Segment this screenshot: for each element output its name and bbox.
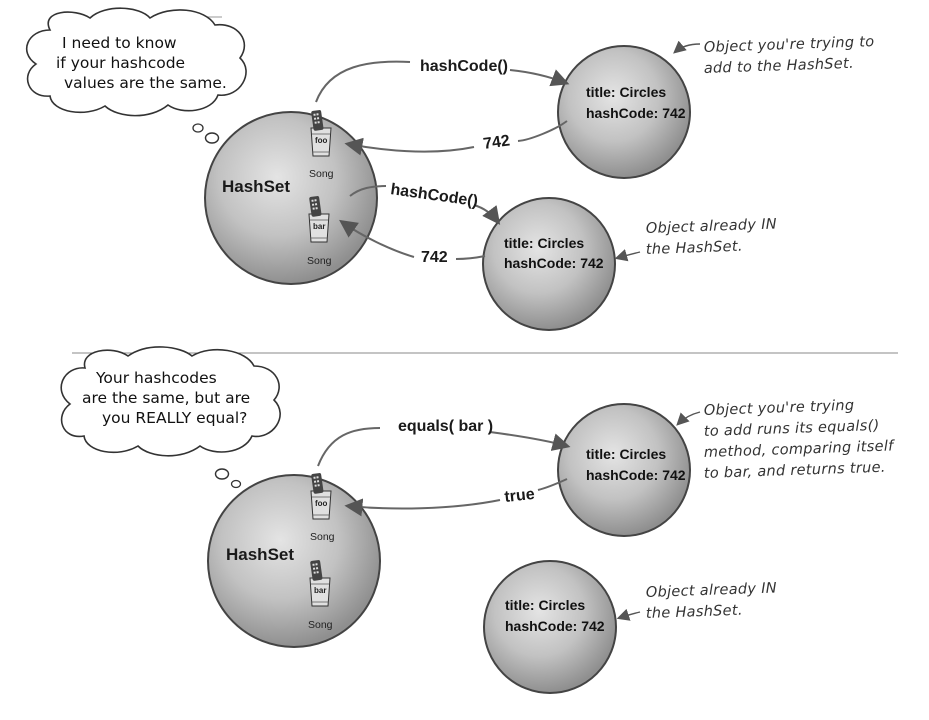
true-arrow-head [344,498,501,517]
obj-in-hash-1: hashCode: 742 [504,255,604,271]
note-new-2-line-1: Object you're trying [704,398,855,419]
song-cup-bar-2: bar [309,559,331,607]
obj-in-title-1: title: Circles [504,235,584,251]
cup-label-foo-2: foo [315,499,328,508]
song-label-2a: Song [310,531,335,543]
note-arrow-new-2 [676,411,701,426]
panel-1: I need to know if your hashcode values a… [25,7,875,331]
return-arrow-1b-tail [455,255,486,260]
return-arrow-1a-tail [517,120,568,142]
thought-bubble-1: I need to know if your hashcode values a… [25,7,247,144]
obj-in-hash-2: hashCode: 742 [505,618,605,634]
note-in-2-line-2: the HashSet. [646,603,743,622]
true-return-label: true [504,486,536,506]
call-arrow-1a-head [509,69,570,87]
return-label-1a: 742 [482,132,511,153]
hashset-label-1: HashSet [222,177,290,196]
equals-call-label: equals( bar ) [398,418,493,435]
obj-new-hash-2: hashCode: 742 [586,467,686,483]
hashset-ball-2: HashSet foo Song bar Song [207,472,381,648]
note-in-1-line-2: the HashSet. [646,239,743,258]
song-cup-foo-2: foo [310,472,332,520]
note-new-2-line-4: to bar, and returns true. [704,460,886,482]
cup-label-foo-1: foo [315,136,328,145]
object-ball-new-1: title: Circles hashCode: 742 [557,45,691,179]
hashset-ball-1: HashSet foo Song bar Song [204,109,378,285]
return-label-1b: 742 [421,249,448,266]
object-ball-in-2: title: Circles hashCode: 742 [483,560,617,694]
note-arrow-in-2 [616,608,641,621]
equals-arrow-tail [317,427,381,467]
note-in-2-line-1: Object already IN [646,580,778,601]
song-label-1a: Song [309,168,334,180]
note-new-1-line-1: Object you're trying to [704,34,875,56]
obj-in-title-2: title: Circles [505,597,585,613]
note-arrow-new-1 [673,40,701,54]
obj-new-title-1: title: Circles [586,84,666,100]
song-cup-foo-1: foo [310,109,332,157]
note-in-1-line-1: Object already IN [646,216,778,237]
thought-bubble-2: Your hashcodes are the same, but are you… [60,346,281,489]
note-arrow-in-1 [614,249,641,262]
obj-new-hash-1: hashCode: 742 [586,105,686,121]
call-label-1b: hashCode() [389,181,479,210]
thought-2-line-1: Your hashcodes [95,369,217,387]
thought-1-line-1: I need to know [62,34,177,52]
note-new-2-line-3: method, comparing itself [704,438,896,461]
thought-1-line-3: values are the same. [64,74,227,92]
return-arrow-1b-head [339,219,415,258]
hashset-label-2: HashSet [226,545,294,564]
cup-label-bar-2: bar [314,586,326,595]
panel-2: Your hashcodes are the same, but are you… [60,346,896,694]
object-ball-new-2: title: Circles hashCode: 742 [557,403,691,537]
call-arrow-1b-tail [349,185,387,197]
call-arrow-1a-tail [315,60,411,103]
note-new-1-line-2: add to the HashSet. [704,56,855,77]
equals-arrow-head [489,431,571,451]
thought-1-line-2: if your hashcode [56,54,185,72]
cup-label-bar-1: bar [313,222,325,231]
thought-2-line-2: are the same, but are [82,389,250,407]
obj-new-title-2: title: Circles [586,446,666,462]
true-arrow-tail [537,478,568,491]
return-arrow-1a-head [344,137,475,156]
song-cup-bar-1: bar [308,195,330,243]
call-label-1a: hashCode() [420,58,508,75]
thought-2-line-3: you REALLY equal? [102,409,247,427]
object-ball-in-1: title: Circles hashCode: 742 [482,197,616,331]
call-arrow-1b-head [473,204,501,225]
song-label-2b: Song [308,619,333,631]
note-new-2-line-2: to add runs its equals() [704,418,880,440]
song-label-1b: Song [307,255,332,267]
